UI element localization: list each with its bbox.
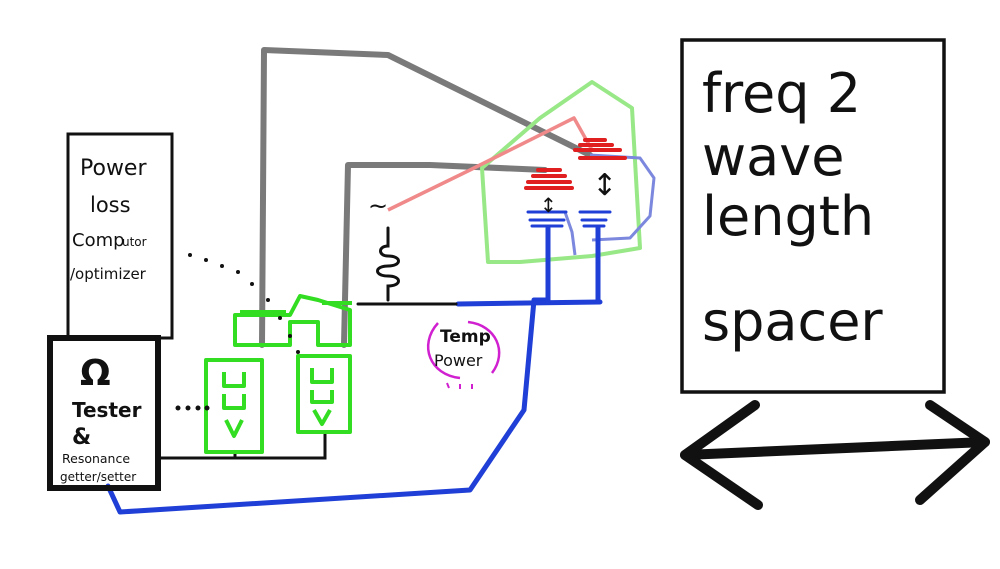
tester-ampersand: &: [72, 425, 91, 450]
gray-wire-outer: [259, 47, 593, 348]
spacer-label-wave: wave: [702, 125, 844, 188]
coil-winding: [376, 226, 400, 302]
tester-box: Ω Tester & Resonance getter/setter: [47, 335, 161, 491]
black-wire-bottom: [156, 430, 327, 460]
spacing-arrow-right: ↕: [592, 168, 617, 203]
green-module-right: [296, 354, 352, 434]
blue-wire-main: [105, 297, 548, 515]
resonator-enclosure-outline: [480, 80, 642, 264]
green-module-left-pattern: [222, 372, 246, 438]
spacer-label-spacer: spacer: [702, 290, 883, 353]
green-feed-lines: [240, 301, 352, 314]
resonance-label: Resonance: [62, 451, 130, 466]
double-arrow-icon: [680, 400, 990, 510]
blue-wires: [105, 225, 603, 515]
red-plate-upper: [573, 138, 627, 160]
gray-wire-inner: [341, 162, 548, 348]
double-arrow-right-head: [915, 400, 990, 505]
spacer-box: freq 2 wave length spacer: [680, 38, 946, 394]
resonator-blue-outline: [563, 153, 656, 256]
red-plate-lower: [524, 168, 574, 190]
red-plates: [524, 138, 627, 190]
green-connector: [233, 294, 352, 347]
spacer-label-length: length: [702, 185, 874, 248]
computer-label-optimizer: /optimizer: [70, 265, 147, 283]
getter-setter-label: getter/setter: [60, 470, 136, 484]
gray-wires: [259, 47, 593, 348]
wave-symbol: ~: [368, 192, 388, 220]
coil: [376, 226, 400, 302]
dotted-connections: [175, 253, 300, 411]
double-arrow-shaft: [680, 437, 990, 460]
computer-label-comp: Comp: [72, 230, 125, 251]
computer-label-loss: loss: [90, 193, 131, 217]
computer-label-utor: utor: [122, 235, 147, 249]
temp-power: Temp Power: [427, 320, 501, 389]
temp-power-dashes: [446, 382, 473, 389]
tester-label: Tester: [72, 398, 142, 422]
temp-label: Temp: [440, 327, 491, 347]
black-wires: [156, 302, 458, 460]
computer-box: Power loss Comp utor /optimizer: [66, 132, 174, 340]
spacer-box-frame: [680, 38, 946, 394]
double-arrow-left-head: [680, 400, 763, 510]
power-label: Power: [434, 351, 483, 370]
spacing-arrow-left: ↕: [540, 193, 557, 217]
computer-label-power: Power: [80, 156, 147, 181]
tester-box-frame: [47, 335, 161, 491]
temp-power-outline: [427, 320, 501, 380]
ohm-symbol: Ω: [80, 353, 111, 394]
spacer-label-freq: freq 2: [702, 62, 861, 125]
blue-wire-bus: [455, 299, 603, 307]
pink-wire: [387, 116, 594, 212]
green-module-right-pattern: [310, 368, 334, 426]
blue-plate-right: [578, 210, 612, 228]
